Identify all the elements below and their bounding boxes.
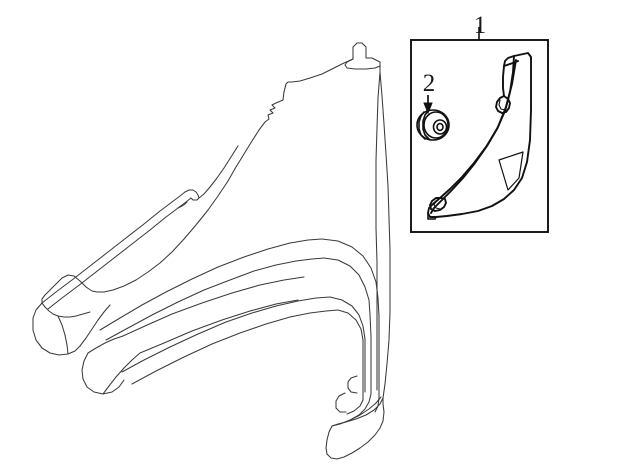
fender-arch-lower-step bbox=[346, 391, 364, 415]
callout-2-arrowhead bbox=[423, 102, 433, 115]
trim-panel-upper-clip-boss bbox=[495, 95, 511, 114]
trim-panel-tip-square bbox=[427, 212, 437, 220]
fender-lower-front-inner bbox=[139, 299, 299, 354]
front-fender-panel bbox=[32, 42, 391, 460]
retainer-clip bbox=[416, 109, 450, 141]
trim-panel-upper-clip-boss-inner bbox=[498, 99, 506, 111]
fender-hood-flange-outer bbox=[41, 191, 186, 304]
fender-hood-flange-inner bbox=[47, 197, 192, 310]
trim-panel-top-tang-edge bbox=[503, 60, 519, 67]
fender-rear-edge bbox=[379, 71, 391, 399]
fender-lower-tab-small bbox=[347, 375, 358, 394]
fender-lower-sill-step bbox=[325, 397, 385, 460]
fender-front-bracket-center bbox=[81, 352, 125, 395]
callout-label-1: 1 bbox=[473, 12, 487, 39]
fender-upper-crease bbox=[99, 238, 323, 331]
wheel-arch-inner bbox=[337, 309, 364, 393]
wheel-arch-outer bbox=[321, 238, 380, 391]
fender-character-line-2 bbox=[131, 309, 339, 385]
fender-character-line bbox=[121, 296, 331, 373]
fender-outer-contour bbox=[41, 42, 381, 304]
clip-body-side-2 bbox=[422, 110, 430, 140]
fender-front-bracket-center-top bbox=[87, 335, 124, 354]
fender-front-lower-edge bbox=[41, 302, 91, 318]
fender-hood-flange-tip-lower bbox=[198, 145, 239, 199]
fender-flange-notch bbox=[177, 201, 188, 209]
fender-front-bracket-center-inner bbox=[102, 352, 141, 395]
fender-rear-top-tab bbox=[344, 58, 381, 70]
trim-panel-lower-clip-boss bbox=[429, 197, 447, 212]
fender-lower-sill-fold bbox=[331, 396, 382, 427]
fender-lower-rear-notch bbox=[335, 392, 347, 413]
callout-2-leader bbox=[423, 95, 433, 115]
wheel-arch-mid-2 bbox=[329, 296, 366, 393]
callout-label-2: 2 bbox=[422, 70, 436, 97]
wheel-arch-mid-1 bbox=[323, 257, 372, 385]
clip-step-ring bbox=[423, 111, 449, 139]
fender-front-bracket-left-inner bbox=[57, 315, 69, 355]
fender-lower-front-inner2 bbox=[122, 276, 305, 337]
trim-panel-lower-clip-boss-inner bbox=[433, 200, 441, 210]
fender-arch-lower-step3 bbox=[374, 389, 380, 413]
fender-front-bracket-fold bbox=[79, 304, 111, 347]
clip-body-side bbox=[418, 111, 426, 140]
clip-hub bbox=[432, 119, 448, 135]
fender-upper-crease-2 bbox=[105, 257, 325, 341]
corner-trim-panel bbox=[427, 52, 532, 220]
fender-hood-flange-tip bbox=[184, 189, 200, 201]
fender-front-bracket-left bbox=[32, 302, 81, 356]
clip-center-hole bbox=[436, 122, 444, 132]
clip-flange-outer bbox=[416, 109, 450, 141]
trim-panel-interior-facet bbox=[498, 151, 524, 191]
fender-arch-lower-step2 bbox=[351, 383, 372, 420]
fender-rear-edge-inner bbox=[375, 71, 381, 391]
